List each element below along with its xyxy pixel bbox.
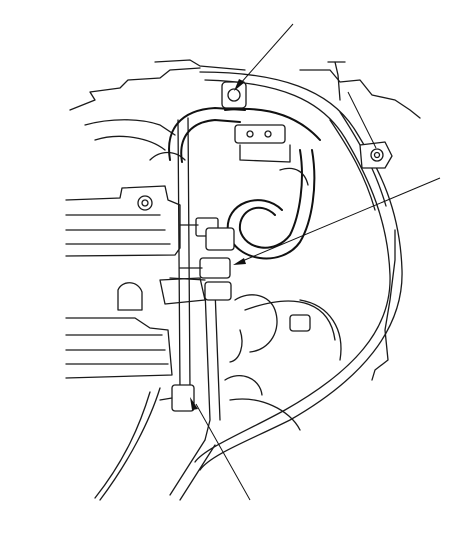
leader-line-bracket — [347, 91, 377, 149]
leader-line-right — [239, 177, 441, 263]
leader-line-bottom — [195, 403, 251, 501]
center-junction — [169, 217, 235, 301]
lower-clamp — [94, 384, 195, 501]
right-ground-outline — [299, 69, 421, 381]
bracket-bolt — [327, 61, 393, 169]
arrow-head-bottom — [190, 397, 198, 410]
top-fitting-cluster — [221, 81, 309, 186]
lower-hoses — [224, 294, 342, 431]
upper-hoses — [168, 107, 321, 260]
leader-lines — [190, 23, 441, 501]
leader-line-top — [239, 23, 294, 85]
right-cables — [169, 71, 403, 501]
engine-block-lower — [65, 277, 206, 379]
arrow-head-top — [234, 79, 245, 91]
arrow-head-right — [233, 258, 246, 265]
engine-top-outline — [69, 59, 246, 161]
intake-manifold-block — [65, 185, 181, 257]
